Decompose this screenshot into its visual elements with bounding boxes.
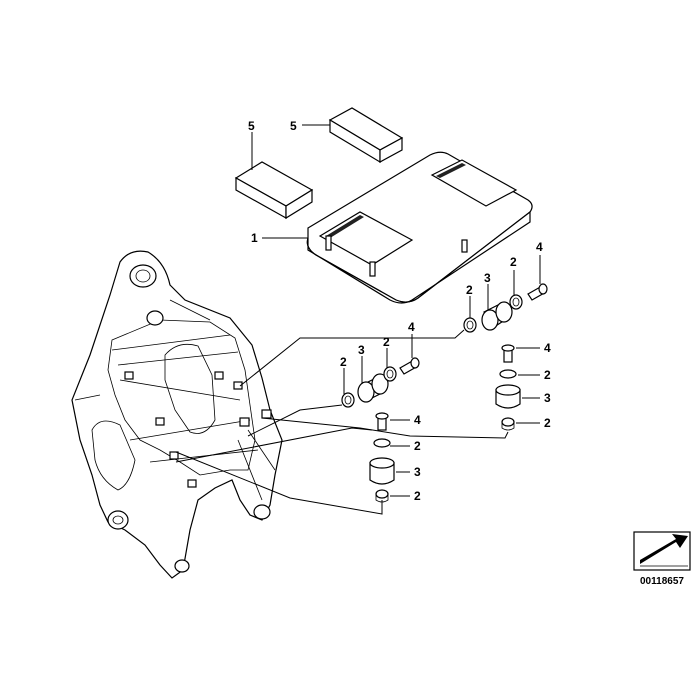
callout-1: 1 xyxy=(251,231,258,245)
reference-block: 00118657 xyxy=(633,531,691,587)
mount-set-middle xyxy=(341,357,420,408)
pad-right-part xyxy=(328,107,404,164)
callout-2-center-b: 2 xyxy=(414,489,421,503)
mount-set-upper xyxy=(463,283,548,333)
mount-stack-right xyxy=(495,344,521,431)
callout-4-right: 4 xyxy=(544,341,551,355)
callout-2-right-b: 2 xyxy=(544,416,551,430)
callout-2-right-a: 2 xyxy=(544,368,551,382)
callout-2-middle-a: 2 xyxy=(340,355,347,369)
arrow-icon xyxy=(640,534,688,564)
pad-left-part xyxy=(234,161,314,220)
callout-3-middle: 3 xyxy=(358,343,365,357)
callout-2-center-a: 2 xyxy=(414,439,421,453)
reference-number: 00118657 xyxy=(640,576,684,587)
callout-2-middle-b: 2 xyxy=(383,335,390,349)
leader-lines xyxy=(175,124,541,515)
callout-3-center: 3 xyxy=(414,465,421,479)
mount-stack-center xyxy=(369,412,395,503)
callout-5-right: 5 xyxy=(290,119,297,133)
callout-2-upper-b: 2 xyxy=(510,255,517,269)
callout-4-upper: 4 xyxy=(536,240,543,254)
callout-3-right: 3 xyxy=(544,391,551,405)
callout-2-upper-a: 2 xyxy=(466,283,473,297)
callout-3-upper: 3 xyxy=(484,271,491,285)
callout-4-middle: 4 xyxy=(408,320,415,334)
callouts: 5 5 1 2 3 2 4 2 3 2 4 4 2 3 2 4 2 3 2 xyxy=(248,119,551,503)
callout-5-left: 5 xyxy=(248,119,255,133)
frame-part xyxy=(71,250,283,579)
control-unit-part xyxy=(306,151,533,304)
callout-4-center: 4 xyxy=(414,413,421,427)
